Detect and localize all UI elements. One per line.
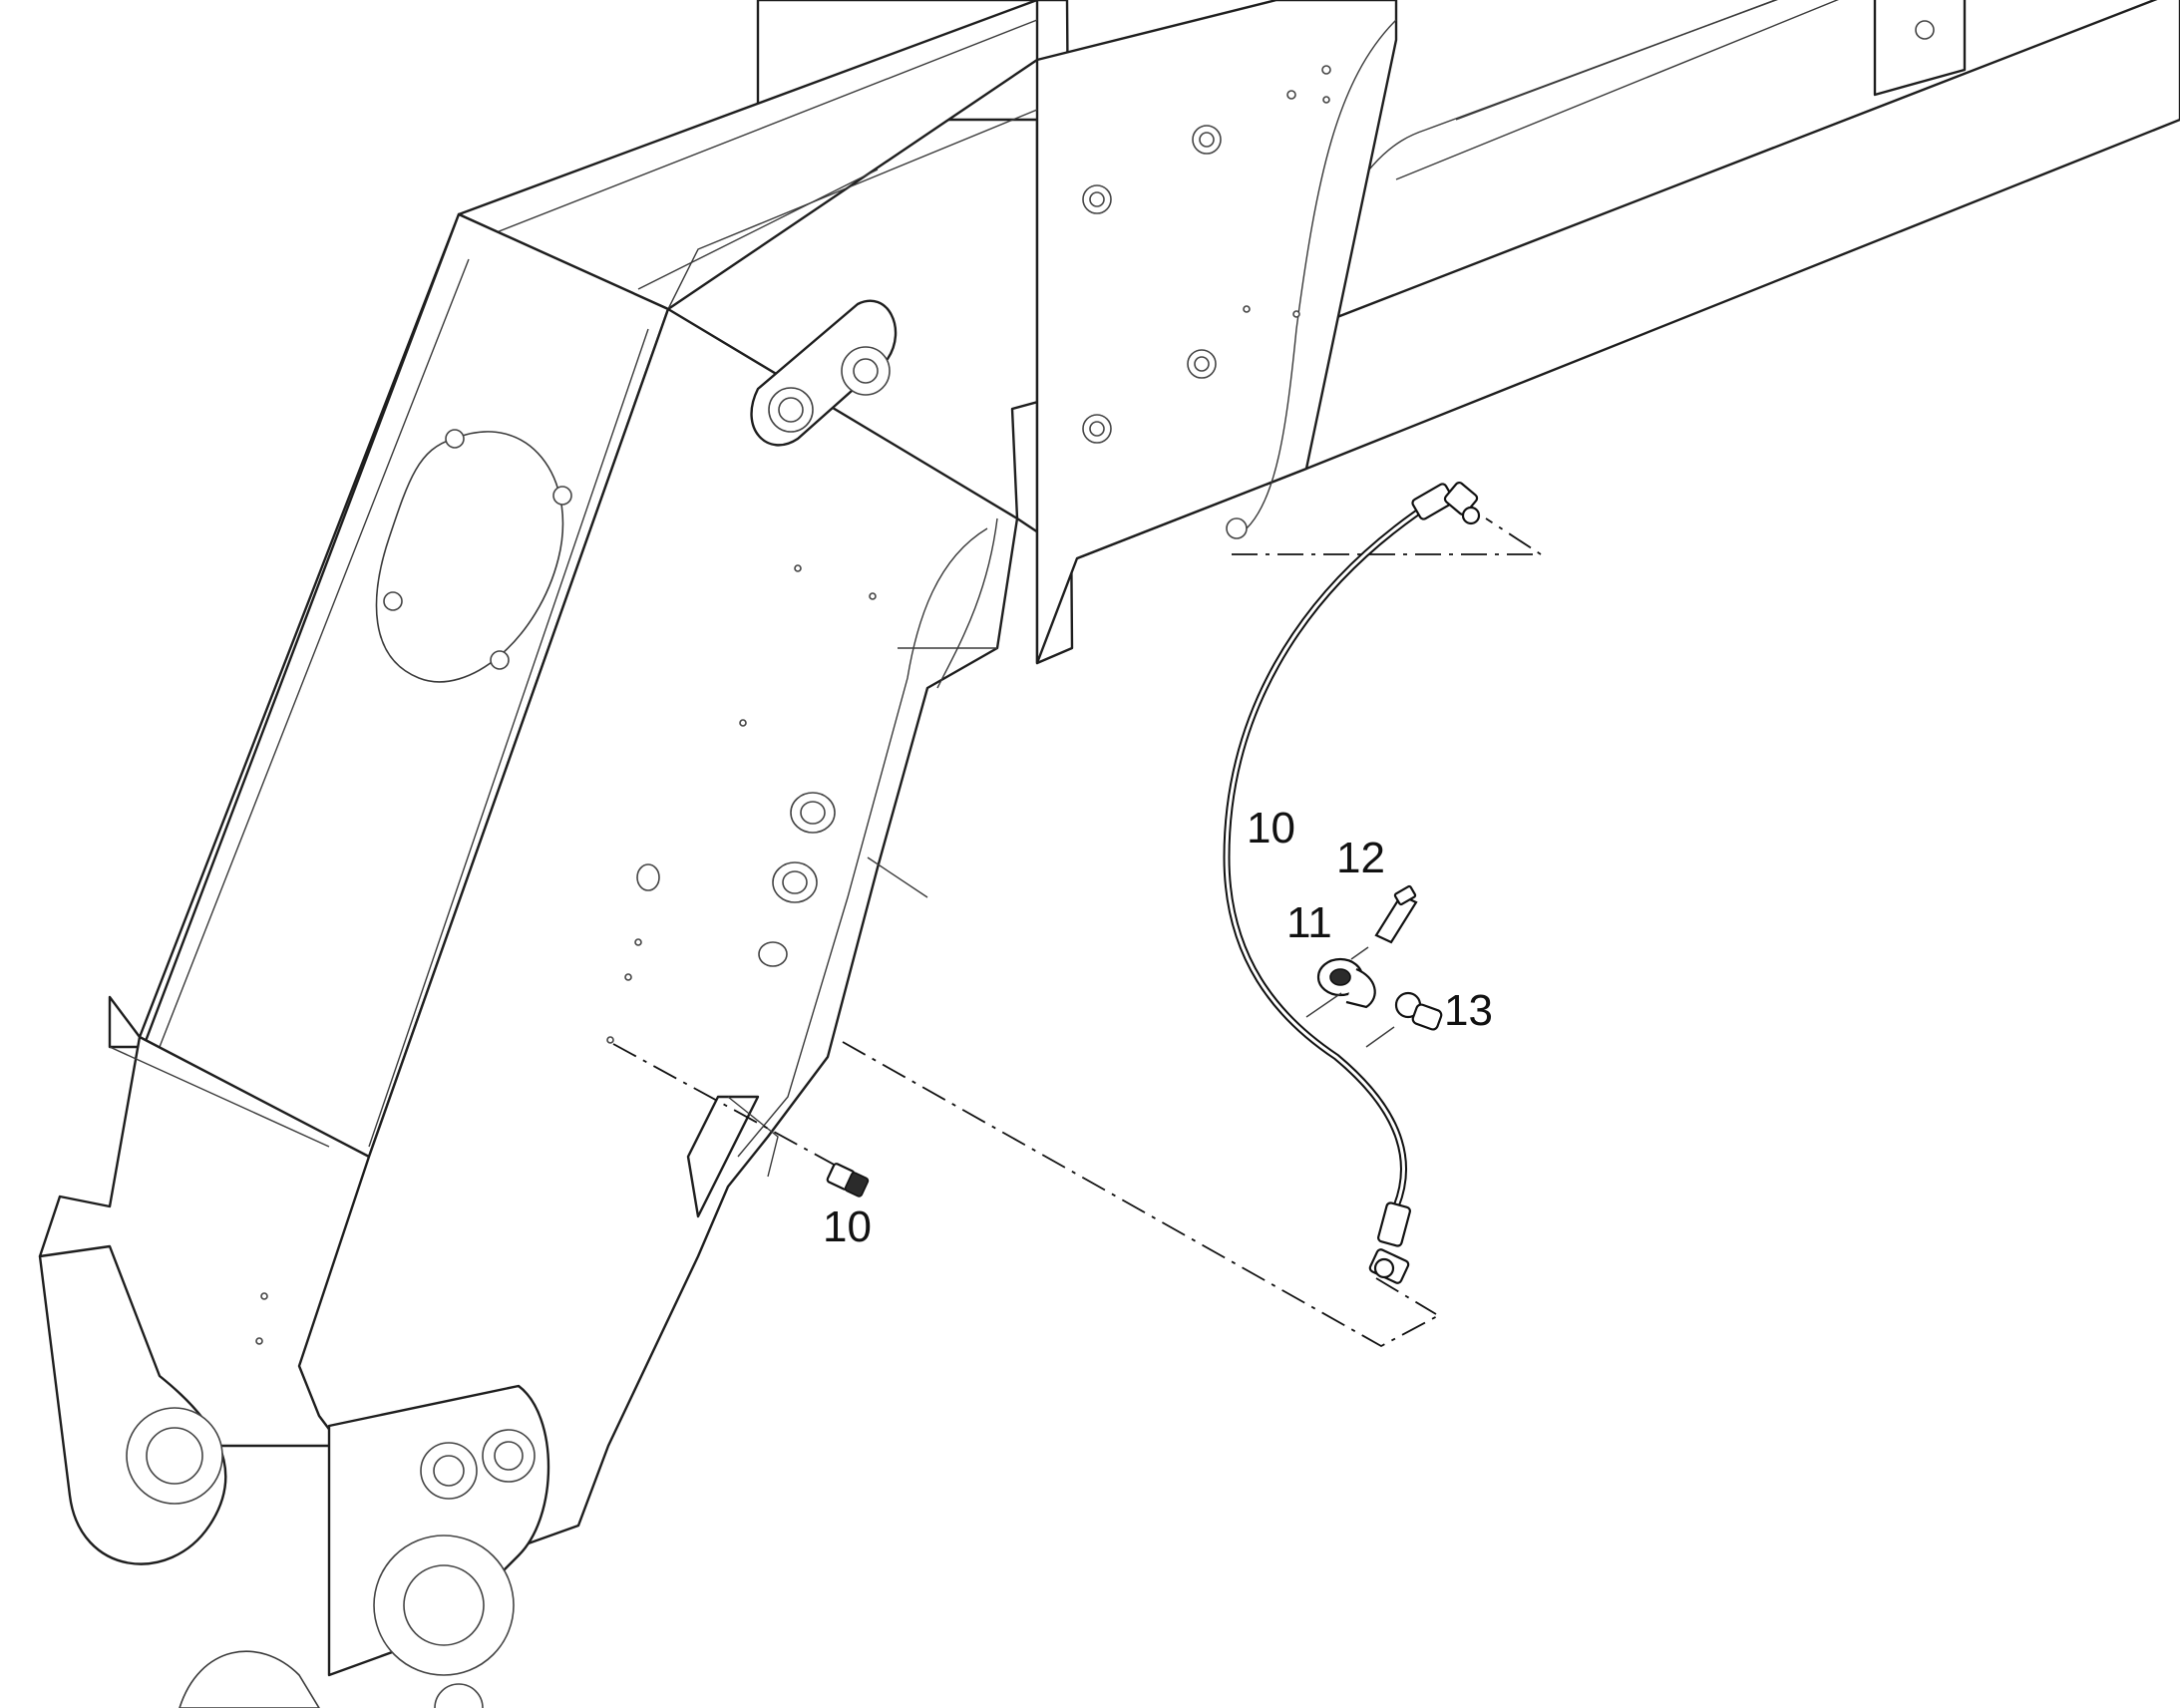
leader-lines (612, 517, 1545, 1348)
arm-bushing-1 (790, 792, 836, 834)
boom-upper-section (756, 0, 2180, 665)
callout-hose-10: 10 (1247, 804, 1295, 853)
arm-bushing-2 (772, 861, 818, 903)
callout-nut-13: 13 (1444, 986, 1493, 1035)
callout-clamp-11: 11 (1286, 898, 1332, 947)
hose-clamp (1305, 957, 1376, 1018)
grease-fitting (826, 1163, 870, 1197)
top-link-pins (750, 299, 898, 447)
lock-nut (1365, 991, 1443, 1048)
callout-bolt-12: 12 (1336, 834, 1385, 882)
hydraulic-hose (1223, 481, 1481, 1284)
arm-bushing-3 (758, 941, 788, 967)
clamp-bolt (1350, 884, 1418, 960)
lower-left-pivot (38, 1244, 227, 1565)
boom-lower-frame (38, 0, 1039, 1565)
callout-fitting-10: 10 (823, 1202, 872, 1251)
head-plate-bolt-4 (1082, 414, 1112, 444)
head-plate-bolt-2 (1082, 184, 1112, 214)
head-plate-bolt-1 (1192, 125, 1222, 155)
hose-bottom-fitting (1368, 1201, 1411, 1284)
round-cover-plate (375, 429, 572, 683)
hose-top-fitting (1411, 481, 1481, 525)
bottom-pivot (179, 1384, 550, 1708)
head-plate-bolt-3 (1187, 349, 1217, 379)
boom-inner-arm (179, 299, 1019, 1708)
